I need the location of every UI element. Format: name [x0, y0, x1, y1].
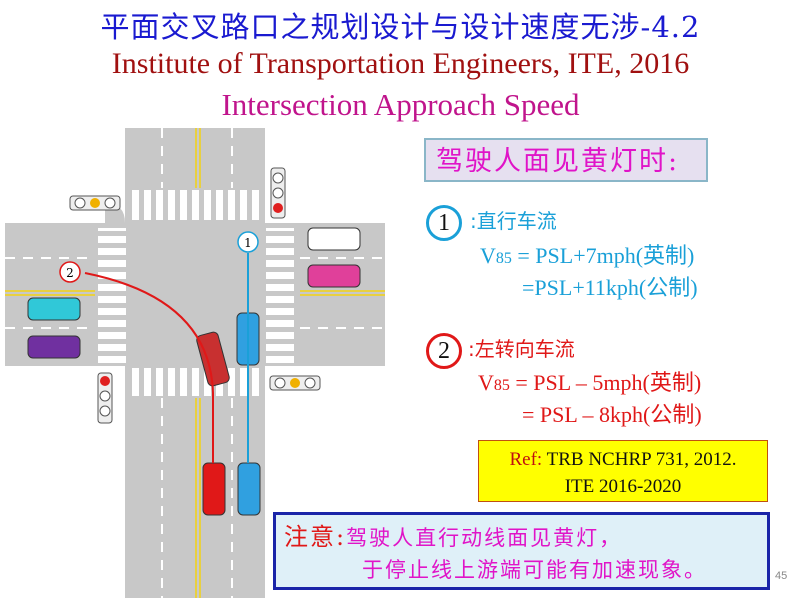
- reference-box: Ref: TRB NCHRP 731, 2012. ITE 2016-2020: [478, 440, 768, 502]
- note-box: 注意:驾驶人直行动线面见黄灯， 于停止线上游端可能有加速现象。: [273, 512, 770, 590]
- left-turn-number-badge: 2: [426, 333, 462, 369]
- note-line2: 于停止线上游端可能有加速现象。: [362, 558, 707, 582]
- intersection-diagram: 1 2: [5, 128, 385, 598]
- traffic-signal-icon: [69, 167, 321, 424]
- marker-2: [59, 261, 81, 283]
- note-prefix: 注意:: [284, 523, 347, 551]
- marker-2-label: 2: [66, 266, 74, 280]
- marker-1-label: 1: [244, 236, 252, 250]
- left-turn-formula-metric: = PSL – 8kph(公制): [522, 402, 702, 427]
- marker-1: [237, 231, 259, 253]
- vehicles: [27, 227, 361, 516]
- through-label: :直行车流: [470, 209, 557, 233]
- ref-line1: TRB NCHRP 731, 2012.: [542, 449, 737, 470]
- through-formula-metric: =PSL+11kph(公制): [522, 275, 698, 300]
- title-chinese: 平面交叉路口之规划设计与设计速度无涉-4.2: [100, 10, 701, 44]
- note-line1: 驾驶人直行动线面见黄灯，: [346, 526, 623, 550]
- through-formula-imperial: V85 = PSL+7mph(英制): [480, 243, 695, 268]
- through-number-badge: 1: [426, 205, 462, 241]
- ref-prefix: Ref:: [509, 449, 543, 470]
- title-approach-speed: Intersection Approach Speed: [221, 87, 580, 122]
- yellow-light-heading: 驾驶人面见黄灯时:: [424, 138, 708, 182]
- left-turn-label: :左转向车流: [468, 337, 575, 361]
- page-number: 45: [775, 570, 788, 582]
- left-turn-formula-imperial: V85 = PSL – 5mph(英制): [478, 370, 702, 395]
- ref-line2: ITE 2016-2020: [564, 476, 682, 497]
- title-ite: Institute of Transportation Engineers, I…: [111, 47, 690, 80]
